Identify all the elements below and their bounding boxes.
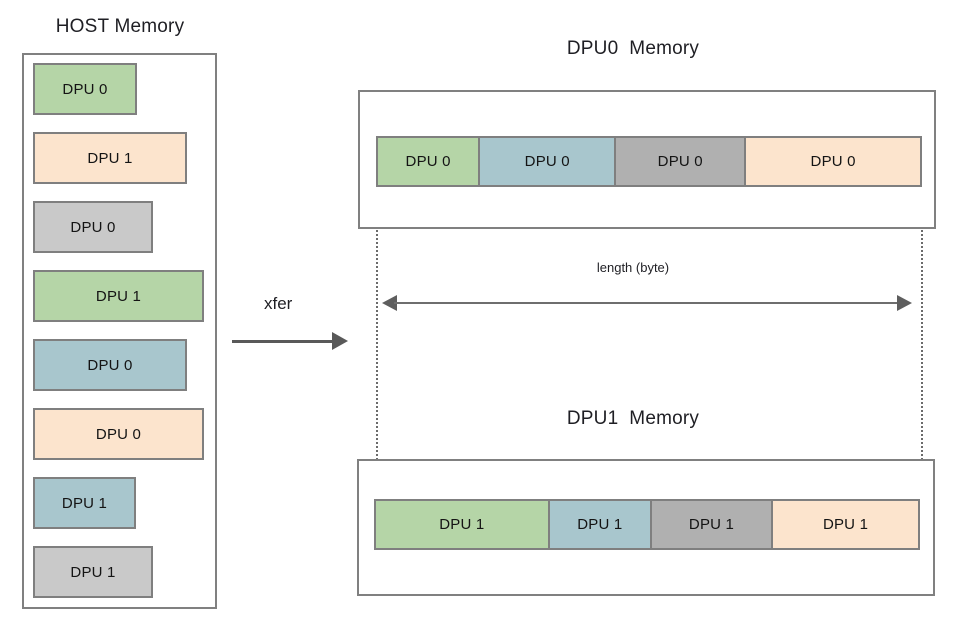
- host-block: DPU 1: [33, 132, 187, 184]
- host-block: DPU 1: [33, 546, 153, 598]
- xfer-arrow-shaft: [232, 340, 332, 343]
- memory-segment: DPU 0: [616, 138, 747, 185]
- memory-segment: DPU 0: [378, 138, 481, 185]
- dpu0-memory-title: DPU0 Memory: [566, 38, 700, 59]
- memory-segment: DPU 1: [773, 501, 918, 548]
- host-block: DPU 0: [33, 408, 204, 460]
- length-arrow-head-left: [382, 295, 397, 311]
- guide-line-left: [376, 186, 378, 516]
- memory-segment: DPU 1: [651, 501, 774, 548]
- host-block: DPU 1: [33, 270, 204, 322]
- xfer-arrow-head: [332, 332, 348, 350]
- host-block: DPU 1: [33, 477, 136, 529]
- xfer-label: xfer: [264, 294, 293, 313]
- guide-line-right: [921, 186, 923, 516]
- length-label: length (byte): [596, 260, 670, 275]
- memory-segment: DPU 1: [376, 501, 550, 548]
- host-memory-title: HOST Memory: [55, 16, 185, 37]
- memory-segment: DPU 0: [480, 138, 617, 185]
- host-block: DPU 0: [33, 63, 137, 115]
- dpu1-memory-title: DPU1 Memory: [566, 408, 700, 429]
- memory-segment: DPU 0: [746, 138, 920, 185]
- length-arrow-head-right: [897, 295, 912, 311]
- host-block: DPU 0: [33, 201, 153, 253]
- host-block: DPU 0: [33, 339, 187, 391]
- memory-segment: DPU 1: [549, 501, 652, 548]
- length-arrow-shaft: [394, 302, 900, 304]
